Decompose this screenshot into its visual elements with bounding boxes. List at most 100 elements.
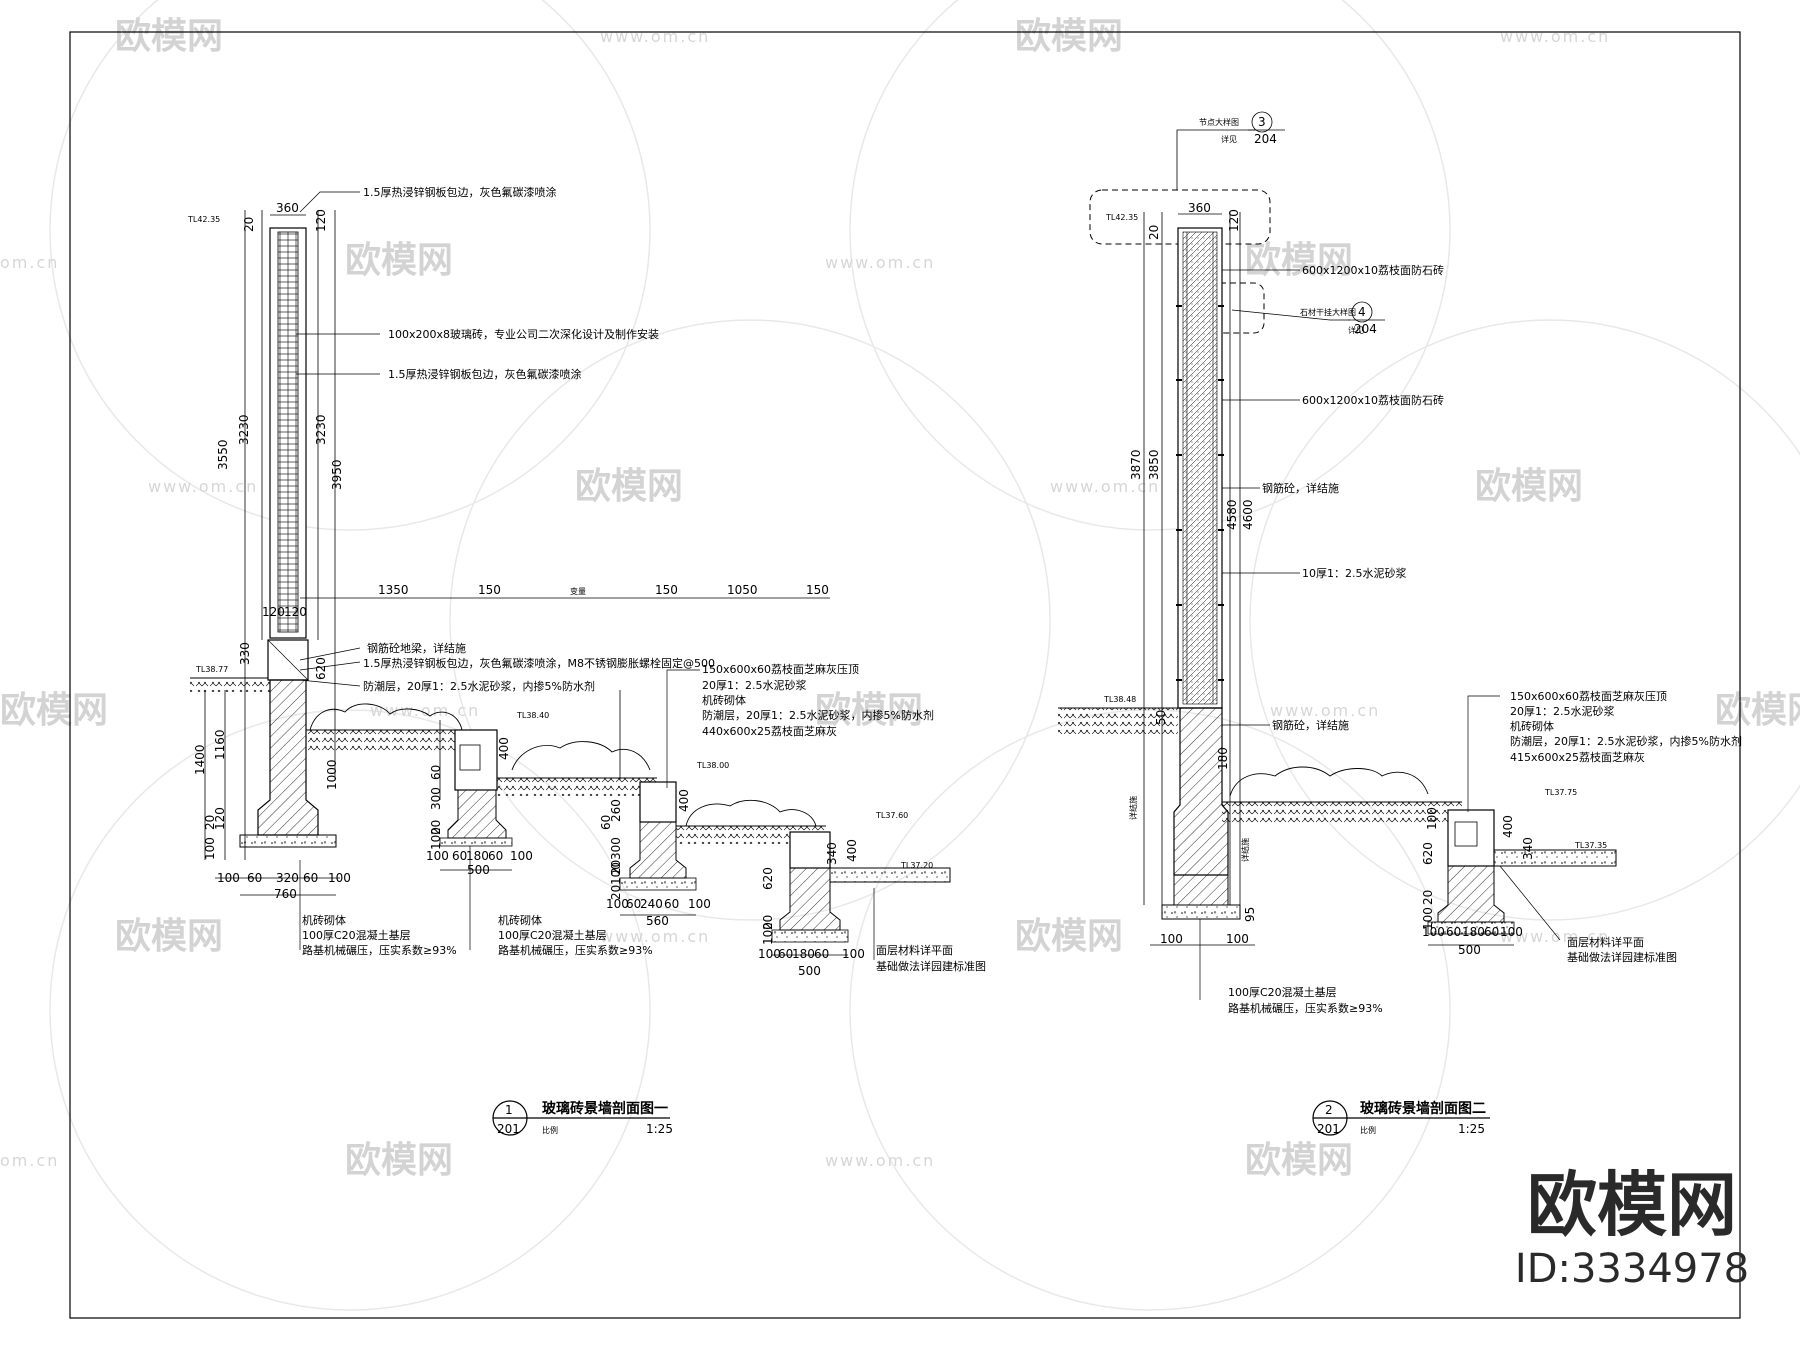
annotation-note: 面层材料详平面 xyxy=(1567,935,1644,949)
scale-value: 1:25 xyxy=(646,1122,673,1136)
dim-label: 500 xyxy=(1458,943,1481,957)
watermark-url-7: www.om.cn xyxy=(370,701,480,720)
watermark-url-6: www.om.cn xyxy=(1050,477,1160,496)
annotation-note: 440x600x25荔枝面芝麻灰 xyxy=(702,724,837,738)
dim-label: 100 xyxy=(606,897,629,911)
annotation-note: 钢筋砼，详结施 xyxy=(1272,718,1349,732)
annotation-note: 1.5厚热浸锌钢板包边，灰色氟碳漆喷涂 xyxy=(388,367,582,381)
annotation-note: 防潮层，20厚1：2.5水泥砂浆，内掺5%防水剂 xyxy=(1510,734,1742,748)
dim-label: 1000 xyxy=(325,759,339,790)
section-2-levels: TL42.35 TL38.48 TL37.75 TL37.35 xyxy=(1103,213,1607,850)
level-label: TL37.35 xyxy=(1574,841,1607,850)
dim-label: 180 xyxy=(466,849,489,863)
dim-label: 60 xyxy=(626,897,641,911)
dim-label: 100 xyxy=(1500,925,1523,939)
dim-label: 3230 xyxy=(237,414,251,445)
dim-label: 3950 xyxy=(330,459,344,490)
dim-label: 340 xyxy=(825,842,839,865)
dim-label: 20 xyxy=(1147,225,1161,240)
shrub-3 xyxy=(685,799,817,827)
dim-label: 60 xyxy=(303,871,318,885)
detail-ref-label: 节点大样图 xyxy=(1199,117,1239,127)
watermark-logo-10: 欧模网 xyxy=(115,916,223,957)
watermark-logo-4: 欧模网 xyxy=(1245,240,1353,281)
dim-label: 4580 xyxy=(1225,499,1239,530)
watermark-logo-13: 欧模网 xyxy=(1245,1140,1353,1181)
level-label: TL37.20 xyxy=(900,861,933,870)
dim-label: 20 xyxy=(429,820,443,835)
detail-ref-sheet: 204 xyxy=(1354,322,1377,336)
annotation-note: 机砖砌体 xyxy=(702,693,746,707)
shrub-4 xyxy=(1229,766,1429,797)
svg-text:欧模网: 欧模网 xyxy=(1715,690,1800,731)
sheet-border xyxy=(69,31,1741,1319)
foundation-column-5 xyxy=(1173,707,1229,876)
concrete-base-2 xyxy=(1161,904,1241,920)
planter-wall-1 xyxy=(454,729,498,791)
scale-label: 比例 xyxy=(542,1125,558,1135)
svg-text:欧模网: 欧模网 xyxy=(0,690,108,731)
dim-label: 95 xyxy=(1243,907,1257,922)
dim-label: 620 xyxy=(761,867,775,890)
annotation-note: 钢筋砼，详结施 xyxy=(1262,481,1339,495)
dim-label: 3870 xyxy=(1129,449,1143,480)
section-2-title: 玻璃砖景墙剖面图二 xyxy=(1360,1100,1486,1117)
dim-label: 60 xyxy=(488,849,503,863)
dim-label: 100 xyxy=(1160,932,1183,946)
dim-label: 60 xyxy=(452,849,467,863)
dim-label: 180 xyxy=(1462,925,1485,939)
section-index-sheet: 201 xyxy=(1317,1122,1340,1136)
dim-label: 20 xyxy=(761,915,775,930)
detail-ref-number: 3 xyxy=(1258,115,1266,129)
svg-text:欧模网: 欧模网 xyxy=(1475,466,1583,507)
section-1-drawing: TL42.35 TL38.77 TL38.40 TL38.00 TL37.60 … xyxy=(187,185,986,1136)
soil-ground-right xyxy=(1058,708,1178,734)
level-label: TL38.40 xyxy=(516,711,549,720)
dim-label: 320 xyxy=(276,871,299,885)
annotation-note: 机砖砌体 xyxy=(302,913,346,927)
brand-id: ID:3334978 xyxy=(1514,1246,1750,1292)
dim-label: 180 xyxy=(1216,747,1230,770)
section-2-notes: 600x1200x10荔枝面防石砖 600x1200x10荔枝面防石砖 钢筋砼，… xyxy=(1128,263,1742,1015)
dim-label: 360 xyxy=(1188,201,1211,215)
annotation-note: 路基机械碾压，压实系数≥93% xyxy=(1228,1001,1383,1015)
watermark-logo-2: 欧模网 xyxy=(1015,16,1123,57)
foundation-column-2 xyxy=(447,789,507,839)
dim-label: 400 xyxy=(677,789,691,812)
dim-label: 100 xyxy=(688,897,711,911)
shrub-1 xyxy=(309,703,463,731)
annotation-note: 防潮层，20厚1：2.5水泥砂浆，内掺5%防水剂 xyxy=(363,679,595,693)
detail-ref-number: 4 xyxy=(1358,305,1366,319)
svg-text:欧模网: 欧模网 xyxy=(1245,240,1353,281)
annotation-note: 1.5厚热浸锌钢板包边，灰色氟碳漆喷涂 xyxy=(363,185,557,199)
watermark-url-9: www.om.cn xyxy=(600,927,710,946)
section-1-levels: TL42.35 TL38.77 TL38.40 TL38.00 TL37.60 … xyxy=(187,215,933,870)
dim-label: 500 xyxy=(467,863,490,877)
watermark-url-10: www.om.cn xyxy=(1500,927,1610,946)
dim-label: 400 xyxy=(1501,815,1515,838)
watermark-url-5: www.om.cn xyxy=(148,477,258,496)
svg-text:欧模网: 欧模网 xyxy=(345,1140,453,1181)
dim-label: 20 xyxy=(609,885,623,900)
dim-label: 100 xyxy=(429,827,443,850)
annotation-note: 钢筋砼地梁，详结施 xyxy=(367,641,466,655)
section-2-drawing: 节点大样图 详见 3 204 石材干挂大样图 详见 4 204 xyxy=(1058,111,1742,1136)
annotation-note: 路基机械碾压，压实系数≥93% xyxy=(302,943,457,957)
dim-label: 3850 xyxy=(1147,449,1161,480)
dim-label: 60 xyxy=(1484,925,1499,939)
detail-ref-sheet: 204 xyxy=(1254,132,1277,146)
annotation-note: 100厚C20混凝土基层 xyxy=(498,928,607,942)
watermark-logo-12: 欧模网 xyxy=(345,1140,453,1181)
watermark-logo-7: 欧模网 xyxy=(0,690,108,731)
dim-label: 变量 xyxy=(570,586,586,596)
annotation-note: 20厚1：2.5水泥砂浆 xyxy=(1510,704,1615,718)
annotation-note: 基础做法详园建标准图 xyxy=(876,959,986,973)
scale-value: 1:25 xyxy=(1458,1122,1485,1136)
planter-wall-3 xyxy=(789,831,831,869)
svg-text:欧模网: 欧模网 xyxy=(1015,916,1123,957)
watermark-logo-6: 欧模网 xyxy=(1475,466,1583,507)
svg-text:欧模网: 欧模网 xyxy=(345,240,453,281)
dim-label: 1050 xyxy=(727,583,758,597)
dim-label: 300 xyxy=(609,837,623,860)
